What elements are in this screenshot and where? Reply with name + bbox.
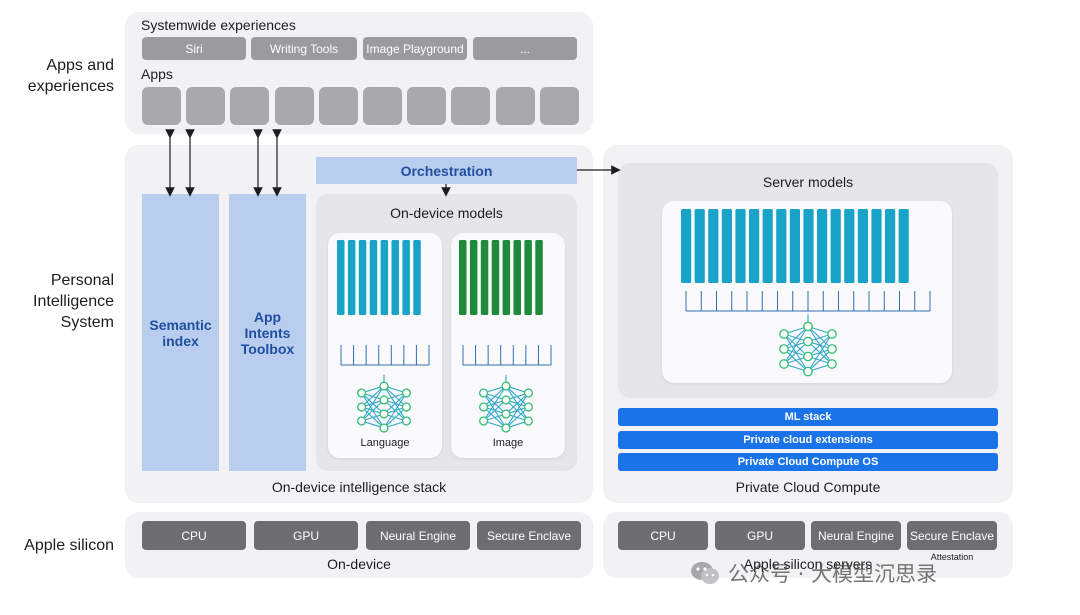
image-model-card bbox=[451, 233, 565, 458]
app-tile bbox=[363, 87, 402, 125]
on-device-stack-caption: On-device intelligence stack bbox=[271, 479, 447, 495]
apps-title: Apps bbox=[141, 66, 173, 82]
systemwide-chip-siri: Siri bbox=[142, 37, 246, 60]
server-models-title: Server models bbox=[762, 174, 854, 190]
silicon_on_device-chip-gpu: GPU bbox=[254, 521, 358, 550]
private-cloud-extensions-bar: Private cloud extensions bbox=[618, 431, 998, 449]
on-device-caption: On-device bbox=[327, 556, 391, 572]
app-tile bbox=[230, 87, 270, 125]
silicon_server-chip-secure-enclave: Secure Enclave bbox=[907, 521, 997, 550]
watermark: 公众号 · 大模型沉思录 bbox=[690, 556, 1070, 590]
private-cloud-compute-os-bar: Private Cloud Compute OS bbox=[618, 453, 998, 471]
language-model-card bbox=[328, 233, 442, 458]
ml-stack-bar: ML stack bbox=[618, 408, 998, 426]
attestation-label: Attestation bbox=[930, 552, 974, 562]
silicon_server-chip-neural-engine: Neural Engine bbox=[811, 521, 901, 550]
app-tile bbox=[451, 87, 491, 125]
server-model-card bbox=[662, 201, 952, 383]
private-cloud-compute-caption: Private Cloud Compute bbox=[735, 479, 881, 495]
row-label-apps-and-experiences: Apps and experiences bbox=[27, 57, 114, 95]
silicon_on_device-chip-secure-enclave: Secure Enclave bbox=[477, 521, 581, 550]
wechat-icon bbox=[691, 562, 719, 584]
systemwide-experiences-title: Systemwide experiences bbox=[141, 17, 296, 33]
language-model-label: Language bbox=[360, 437, 410, 449]
orchestration-bar: Orchestration bbox=[316, 157, 577, 184]
systemwide-chip-image-playground: Image Playground bbox=[363, 37, 467, 60]
app-intents-toolbox: App Intents Toolbox bbox=[229, 194, 306, 471]
app-tile bbox=[318, 87, 358, 125]
app-tile bbox=[539, 87, 579, 125]
systemwide-chip-more: ... bbox=[473, 37, 577, 60]
app-tile bbox=[274, 87, 314, 125]
app-tile bbox=[495, 87, 535, 125]
app-tile bbox=[186, 87, 226, 125]
silicon_server-chip-gpu: GPU bbox=[715, 521, 805, 550]
silicon_server-chip-cpu: CPU bbox=[618, 521, 708, 550]
image-model-label: Image bbox=[492, 437, 524, 449]
row-label-apple-silicon: Apple silicon bbox=[24, 537, 114, 554]
semantic-index: Semantic index bbox=[142, 194, 219, 471]
apple-silicon-servers-caption: Apple silicon servers bbox=[743, 556, 873, 572]
watermark-text: 公众号 · 大模型沉思录 bbox=[728, 562, 938, 586]
app-tile bbox=[407, 87, 447, 125]
systemwide-chip-writing-tools: Writing Tools bbox=[251, 37, 357, 60]
row-label-personal-intelligence-system: Personal Intelligence System bbox=[33, 272, 114, 331]
silicon_on_device-chip-cpu: CPU bbox=[142, 521, 246, 550]
on-device-models-title: On-device models bbox=[390, 205, 503, 221]
app-tile bbox=[142, 87, 181, 125]
silicon_on_device-chip-neural-engine: Neural Engine bbox=[366, 521, 470, 550]
